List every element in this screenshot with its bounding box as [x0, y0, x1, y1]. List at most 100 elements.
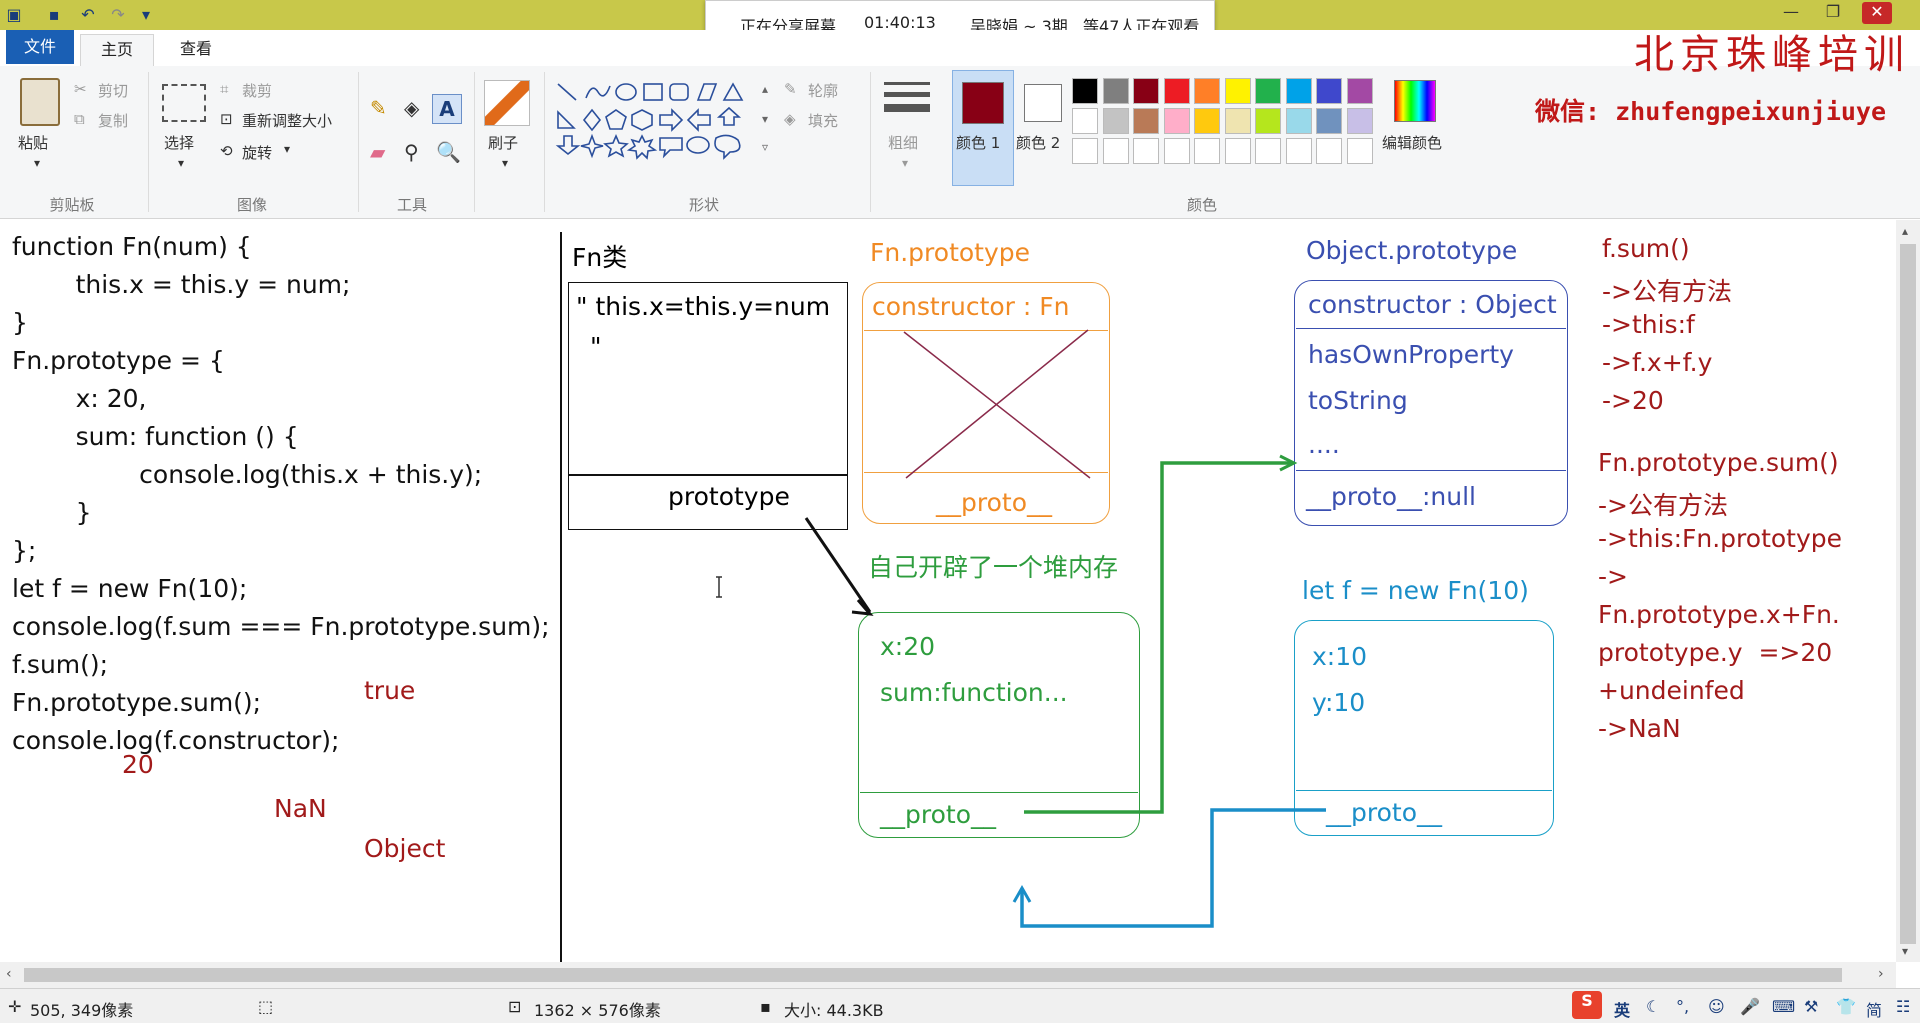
fill-button[interactable]: 填充: [808, 112, 839, 130]
rotate-icon[interactable]: ⟲: [220, 142, 233, 160]
palette-swatch[interactable]: [1255, 138, 1281, 164]
eraser-icon[interactable]: ▰: [370, 140, 386, 164]
brush-dropdown-icon[interactable]: ▾: [502, 156, 509, 170]
color2-label[interactable]: 颜色 2: [1016, 134, 1061, 152]
copy-button[interactable]: 复制: [98, 112, 129, 130]
palette-swatch[interactable]: [1255, 78, 1281, 104]
resize-icon[interactable]: ⊡: [220, 110, 233, 128]
ime-emoji-icon[interactable]: ☺: [1708, 997, 1725, 1016]
palette-swatch[interactable]: [1133, 108, 1159, 134]
fill-bucket-icon[interactable]: ◈: [404, 96, 420, 120]
scroll-right-icon[interactable]: ›: [1878, 966, 1884, 982]
paste-button[interactable]: 粘贴: [18, 134, 49, 152]
palette-swatch[interactable]: [1285, 78, 1312, 104]
size-button[interactable]: 粗细: [888, 134, 919, 152]
palette-swatch[interactable]: [1072, 108, 1098, 134]
palette-swatch[interactable]: [1285, 108, 1312, 134]
palette-swatch[interactable]: [1133, 138, 1159, 164]
size-dropdown-icon[interactable]: ▾: [902, 156, 909, 170]
horizontal-scroll-thumb[interactable]: [24, 968, 1842, 982]
palette-swatch[interactable]: [1224, 138, 1251, 164]
palette-swatch[interactable]: [1102, 108, 1129, 134]
undo-icon[interactable]: ↶: [81, 5, 95, 24]
shapes-scroll-up-icon[interactable]: ▴: [762, 82, 769, 96]
ime-mic-icon[interactable]: 🎤: [1740, 997, 1760, 1016]
close-button[interactable]: ✕: [1862, 2, 1892, 24]
cut-icon[interactable]: ✂: [74, 80, 87, 98]
palette-swatch[interactable]: [1224, 78, 1251, 104]
cut-button[interactable]: 剪切: [98, 82, 129, 100]
palette-swatch[interactable]: [1194, 108, 1220, 134]
palette-swatch[interactable]: [1346, 78, 1373, 104]
palette-swatch[interactable]: [1072, 78, 1098, 104]
brush-button[interactable]: 刷子: [488, 134, 519, 152]
palette-swatch[interactable]: [1346, 108, 1373, 134]
ime-tools-icon[interactable]: ⚒: [1804, 997, 1819, 1016]
ime-keyboard-icon[interactable]: ⌨: [1772, 997, 1796, 1016]
palette-swatch[interactable]: [1133, 78, 1159, 104]
palette-swatch[interactable]: [1316, 138, 1342, 164]
palette-swatch[interactable]: [1316, 78, 1342, 104]
tab-home[interactable]: 主页: [80, 34, 154, 67]
palette-swatch[interactable]: [1163, 78, 1190, 104]
palette-swatch[interactable]: [1316, 108, 1342, 134]
palette-swatch[interactable]: [1072, 138, 1098, 164]
drawing-canvas[interactable]: function Fn(num) { this.x = this.y = num…: [0, 220, 1896, 968]
crop-icon[interactable]: ⌗: [220, 80, 229, 98]
scroll-down-icon[interactable]: ▾: [1902, 944, 1909, 958]
magnifier-icon[interactable]: 🔍: [436, 140, 461, 164]
ime-menu-icon[interactable]: ☷: [1896, 997, 1911, 1016]
tab-view[interactable]: 查看: [179, 39, 212, 58]
palette-swatch[interactable]: [1163, 108, 1190, 134]
palette-swatch[interactable]: [1255, 108, 1281, 134]
copy-icon[interactable]: ⧉: [74, 110, 85, 128]
rotate-dropdown-icon[interactable]: ▾: [284, 142, 291, 156]
ime-logo-icon[interactable]: S: [1572, 991, 1602, 1019]
ime-moon-icon[interactable]: ☾: [1646, 997, 1661, 1016]
fill-icon[interactable]: ◈: [784, 110, 796, 128]
brush-icon[interactable]: [484, 80, 530, 126]
tab-file[interactable]: 文件: [6, 30, 74, 64]
horizontal-scrollbar[interactable]: ‹ ›: [0, 962, 1896, 988]
palette-swatch[interactable]: [1194, 78, 1220, 104]
customize-qat-icon[interactable]: ▾: [141, 5, 151, 24]
shapes-scroll-down-icon[interactable]: ▾: [762, 112, 769, 126]
paste-dropdown-icon[interactable]: ▾: [34, 156, 41, 170]
size-icon[interactable]: [884, 82, 930, 85]
color-picker-icon[interactable]: ⚲: [404, 140, 419, 164]
paste-icon[interactable]: [20, 78, 60, 126]
palette-swatch[interactable]: [1285, 138, 1312, 164]
maximize-button[interactable]: ❐: [1825, 2, 1841, 21]
palette-swatch[interactable]: [1346, 138, 1373, 164]
minimize-button[interactable]: —: [1783, 2, 1799, 21]
crop-button[interactable]: 裁剪: [242, 82, 273, 100]
shapes-more-icon[interactable]: ▿: [762, 140, 769, 154]
ime-skin-icon[interactable]: 👕: [1836, 997, 1856, 1016]
ime-simplified-icon[interactable]: 简: [1866, 1001, 1883, 1020]
vertical-scrollbar[interactable]: ▴ ▾: [1896, 220, 1920, 962]
shapes-gallery[interactable]: [552, 80, 762, 166]
scroll-left-icon[interactable]: ‹: [6, 966, 12, 982]
save-icon[interactable]: ▪: [48, 5, 60, 24]
color2-swatch[interactable]: [1024, 84, 1062, 122]
vertical-scroll-thumb[interactable]: [1900, 244, 1916, 944]
palette-swatch[interactable]: [1224, 108, 1251, 134]
outline-icon[interactable]: ✎: [784, 80, 797, 98]
ime-punct-icon[interactable]: °,: [1676, 997, 1690, 1016]
redo-icon[interactable]: ↷: [111, 5, 125, 24]
pencil-icon[interactable]: ✎: [370, 96, 387, 120]
palette-swatch[interactable]: [1102, 78, 1129, 104]
edit-colors-button[interactable]: 编辑颜色: [1382, 134, 1443, 152]
outline-button[interactable]: 轮廓: [808, 82, 839, 100]
rotate-button[interactable]: 旋转: [242, 144, 273, 162]
select-icon[interactable]: [162, 84, 206, 122]
select-button[interactable]: 选择: [164, 134, 195, 152]
palette-swatch[interactable]: [1163, 138, 1190, 164]
palette-swatch[interactable]: [1194, 138, 1220, 164]
resize-button[interactable]: 重新调整大小: [242, 112, 333, 130]
edit-colors-icon[interactable]: [1394, 80, 1436, 122]
palette-swatch[interactable]: [1102, 138, 1129, 164]
ime-language[interactable]: 英: [1614, 1001, 1631, 1020]
text-tool-icon[interactable]: A: [432, 94, 462, 124]
scroll-up-icon[interactable]: ▴: [1902, 224, 1909, 238]
